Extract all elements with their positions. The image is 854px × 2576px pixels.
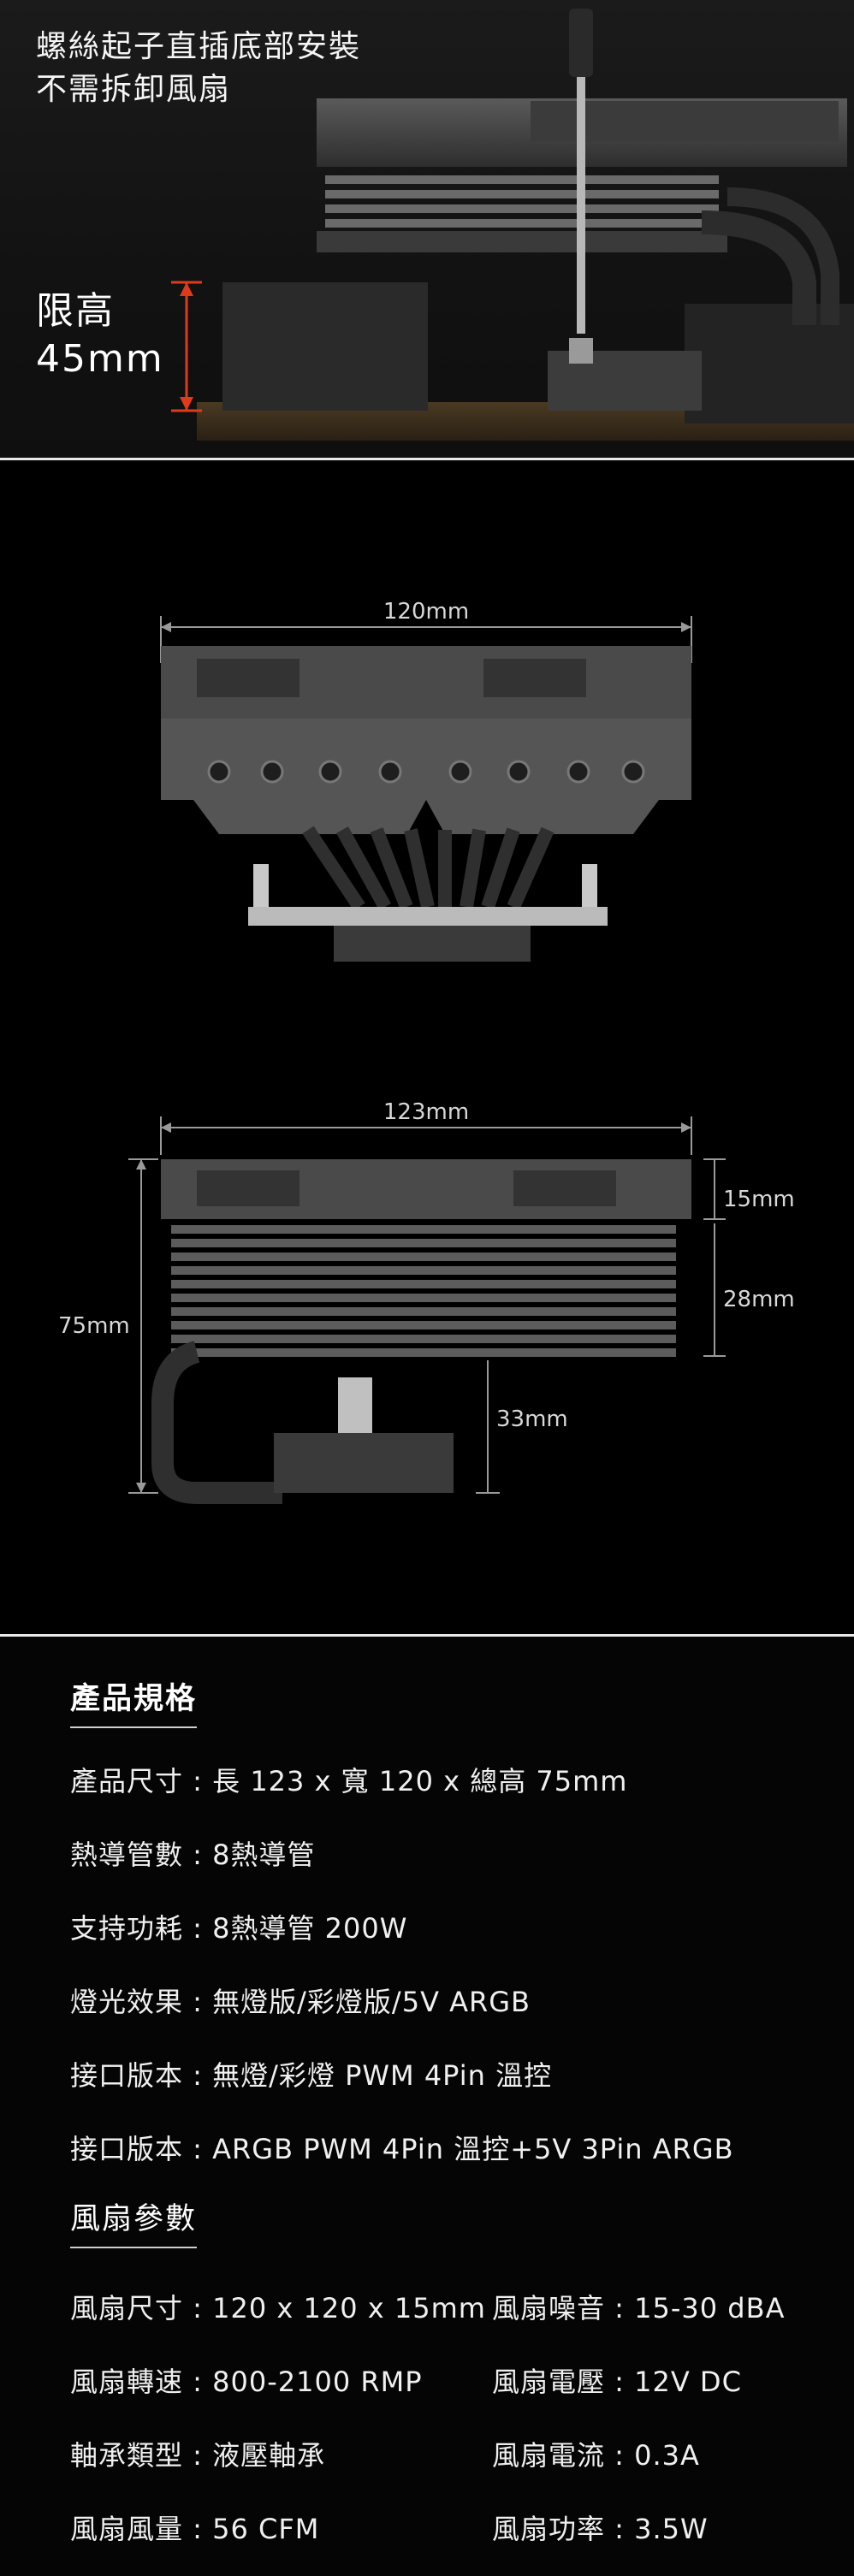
fan-row-noise: 風扇噪音 : 15-30 dBA	[492, 2287, 785, 2326]
spec-label: 風扇尺寸 :	[70, 2292, 213, 2324]
limit-value: 45mm	[36, 337, 164, 381]
spec-label: 風扇風量 :	[70, 2513, 213, 2545]
spec-value: 3.5W	[634, 2513, 709, 2545]
fan-row-speed: 風扇轉速 : 800-2100 RMP	[70, 2360, 423, 2400]
fan-spec-heading: 風扇參數	[70, 2194, 198, 2248]
side-view-drawing: 123mm 75mm	[58, 1099, 795, 1504]
section-divider	[0, 458, 854, 460]
fan-row-bearing: 軸承類型 : 液壓軸承	[70, 2434, 325, 2473]
spec-row-tdp: 支持功耗 : 8熱導管 200W	[70, 1907, 407, 1946]
spec-value: 800-2100 RMP	[212, 2366, 423, 2398]
spec-row-interface-1: 接口版本 : 無燈/彩燈 PWM 4Pin 溫控	[70, 2054, 552, 2093]
spec-value: 8熱導管 200W	[212, 1912, 408, 1945]
specifications-section: 產品規格 產品尺寸 : 長 123 x 寬 120 x 總高 75mm 熱導管數…	[0, 1638, 854, 2576]
spec-label: 接口版本 :	[70, 2059, 213, 2092]
spec-label: 風扇轉速 :	[70, 2366, 213, 2398]
caption-line-2: 不需拆卸風扇	[36, 72, 232, 107]
spec-value: 長 123 x 寬 120 x 總高 75mm	[212, 1765, 628, 1797]
section-divider-2	[0, 1634, 854, 1637]
spec-row-interface-2: 接口版本 : ARGB PWM 4Pin 溫控+5V 3Pin ARGB	[70, 2128, 734, 2167]
spec-value: 56 CFM	[212, 2513, 320, 2545]
fan-row-power: 風扇功率 : 3.5W	[492, 2508, 709, 2547]
spec-label: 熱導管數 :	[70, 1839, 213, 1871]
spec-value: 15-30 dBA	[634, 2292, 786, 2324]
clearance-label: 33mm	[496, 1406, 568, 1432]
spec-label: 風扇功率 :	[492, 2513, 635, 2545]
spec-label: 產品尺寸 :	[70, 1765, 213, 1797]
top-width-label: 120mm	[383, 599, 469, 625]
fan-row-size: 風扇尺寸 : 120 x 120 x 15mm	[70, 2287, 486, 2326]
spec-value: 120 x 120 x 15mm	[212, 2292, 486, 2324]
spec-label: 燈光效果 :	[70, 1986, 213, 2018]
spec-row-size: 產品尺寸 : 長 123 x 寬 120 x 總高 75mm	[70, 1760, 627, 1799]
fan-row-voltage: 風扇電壓 : 12V DC	[492, 2360, 742, 2400]
dimension-diagrams-section: 120mm	[0, 462, 854, 1634]
spec-value: ARGB PWM 4Pin 溫控+5V 3Pin ARGB	[212, 2133, 734, 2165]
spec-label: 支持功耗 :	[70, 1912, 213, 1945]
spec-row-lighting: 燈光效果 : 無燈版/彩燈版/5V ARGB	[70, 1981, 531, 2020]
product-spec-heading: 產品規格	[70, 1674, 198, 1728]
spec-value: 無燈/彩燈 PWM 4Pin 溫控	[212, 2059, 553, 2092]
height-limit-label: 限高 45mm	[36, 287, 164, 383]
screwdriver-icon	[569, 9, 593, 77]
install-caption: 螺絲起子直插底部安裝 不需拆卸風扇	[36, 26, 361, 111]
spec-row-heatpipes: 熱導管數 : 8熱導管	[70, 1833, 316, 1873]
spec-label: 風扇電壓 :	[492, 2366, 635, 2398]
hero-photo-section: 螺絲起子直插底部安裝 不需拆卸風扇 限高 45mm	[0, 0, 854, 458]
fan-height-label: 15mm	[723, 1187, 795, 1212]
top-view-drawing: 120mm	[160, 599, 692, 962]
cooler-installation-illustration	[171, 9, 854, 441]
fin-height-label: 28mm	[723, 1287, 795, 1312]
caption-line-1: 螺絲起子直插底部安裝	[36, 29, 362, 64]
spec-value: 0.3A	[634, 2439, 700, 2472]
dimension-drawings: 120mm	[58, 599, 795, 1504]
spec-value: 無燈版/彩燈版/5V ARGB	[212, 1986, 531, 2018]
spec-value: 液壓軸承	[212, 2439, 326, 2472]
spec-value: 12V DC	[634, 2366, 742, 2398]
spec-label: 風扇電流 :	[492, 2439, 635, 2472]
limit-label: 限高	[36, 289, 115, 333]
spec-label: 風扇噪音 :	[492, 2292, 635, 2324]
total-height-label: 75mm	[58, 1313, 130, 1339]
fan-row-current: 風扇電流 : 0.3A	[492, 2434, 700, 2473]
spec-label: 軸承類型 :	[70, 2439, 213, 2472]
fan-row-airflow: 風扇風量 : 56 CFM	[70, 2508, 319, 2547]
spec-label: 接口版本 :	[70, 2133, 213, 2165]
side-width-label: 123mm	[383, 1099, 469, 1125]
spec-value: 8熱導管	[212, 1839, 316, 1871]
